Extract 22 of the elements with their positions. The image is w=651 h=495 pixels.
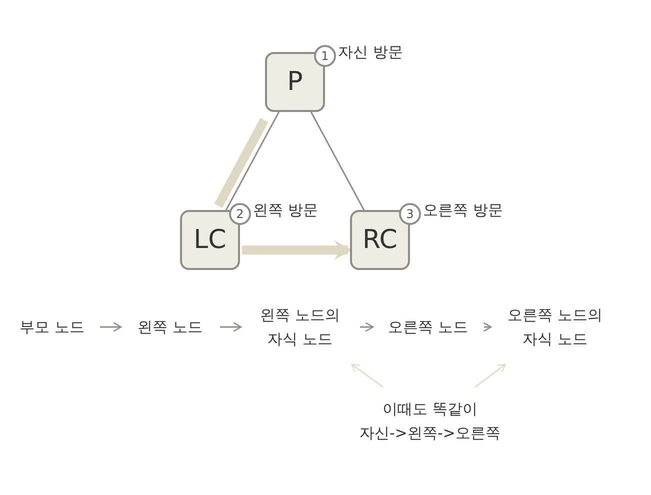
arrow (474, 364, 506, 388)
visit-label: 오른쪽 방문 (423, 201, 503, 220)
connector-line (225, 112, 280, 210)
step-label: 왼쪽 노드의 자식 노드 (248, 297, 352, 357)
arrow (100, 322, 122, 332)
arrow (360, 322, 374, 332)
step-label: 오른쪽 노드 (380, 315, 476, 339)
connector-line (214, 118, 268, 208)
step-label: 이때도 똑같이 자신->왼쪽->오른쪽 (345, 395, 515, 447)
arrow (220, 322, 242, 332)
visit-label: 자신 방문 (338, 43, 403, 62)
step-number: 2 (229, 203, 251, 225)
connector-line (310, 112, 365, 210)
step-label: 부모 노드 (12, 315, 92, 339)
arrow (242, 240, 352, 260)
step-number: 1 (314, 45, 336, 67)
step-label: 왼쪽 노드 (128, 315, 212, 339)
arrow (351, 364, 384, 388)
visit-label: 왼쪽 방문 (253, 201, 318, 220)
step-label: 오른쪽 노드의 자식 노드 (498, 297, 612, 357)
step-number: 3 (399, 203, 421, 225)
arrow (483, 322, 492, 332)
